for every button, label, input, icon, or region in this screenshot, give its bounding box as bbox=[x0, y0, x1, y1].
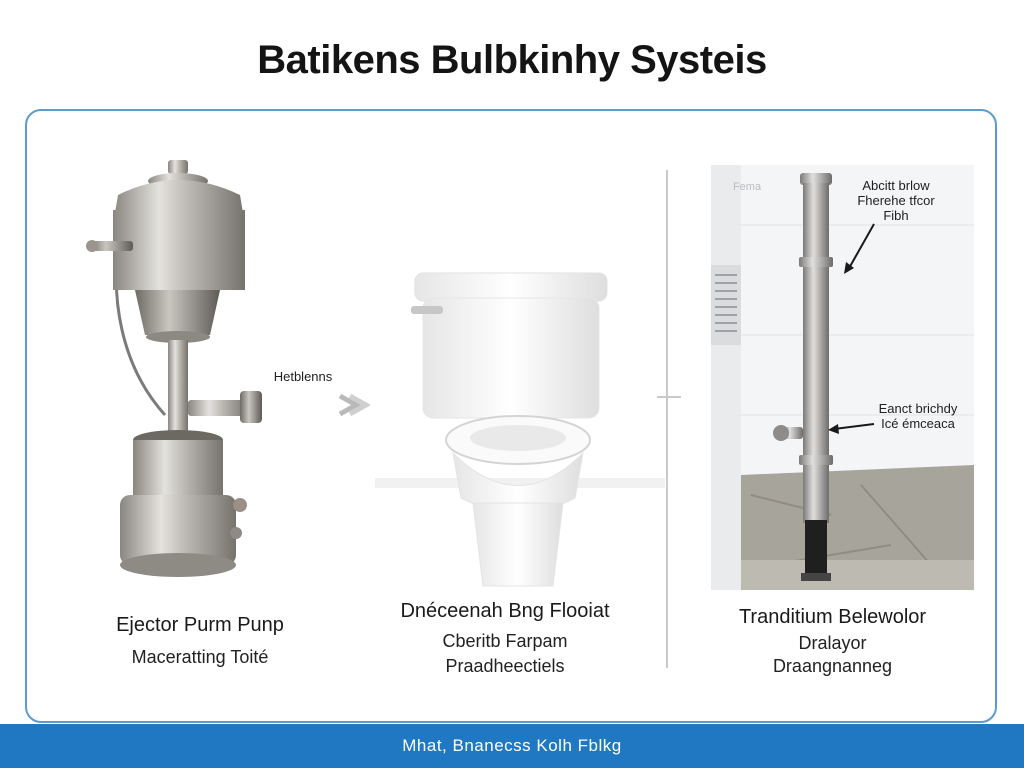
toilet-subtitle: Cberitb Farpam bbox=[442, 631, 568, 651]
stack-callout-mid-line-1: Eanct brichdy bbox=[878, 401, 958, 416]
toilet-subtitle-2: Praadheectiels bbox=[445, 656, 565, 676]
drain-stack-image bbox=[711, 165, 974, 590]
pump-title: Ejector Purm Punp bbox=[116, 614, 284, 636]
stack-title: Tranditium Belewolor bbox=[738, 606, 927, 628]
toilet-caption: Dnéceenah Bng Flooiat Cberitb Farpam Pra… bbox=[360, 600, 650, 677]
arrow-down-left-icon bbox=[844, 223, 875, 274]
wall-label: Fema bbox=[732, 181, 762, 193]
upflush-toilet-image bbox=[375, 272, 665, 587]
footer-bar: Mhat, Bnanecss Kolh Fblkg bbox=[0, 724, 1024, 768]
toilet-title: Dnéceenah Bng Flooiat bbox=[400, 600, 610, 622]
stack-callout-top-line-2: Fherehe tfcor bbox=[857, 193, 935, 208]
stack-callout-top-line-1: Abcitt brlow bbox=[862, 178, 930, 193]
stack-callout-top-line-3: Fibh bbox=[883, 208, 909, 223]
ejector-pump-image bbox=[86, 160, 262, 577]
page-title: Batikens Bulbkinhy Systeis bbox=[257, 38, 767, 82]
stack-subtitle-2: Draangnanneg bbox=[772, 656, 893, 676]
pump-caption: Ejector Purm Punp Maceratting Toité bbox=[55, 614, 345, 668]
pump-callout: Hetblenns bbox=[273, 369, 333, 384]
stack-callout-mid-line-2: Icé émceaca bbox=[881, 416, 955, 431]
stack-subtitle: Dralayor bbox=[798, 633, 867, 653]
panel-divider bbox=[666, 170, 668, 668]
chevron-right-icon bbox=[338, 393, 370, 417]
divider-tick bbox=[657, 396, 681, 398]
pump-subtitle: Maceratting Toité bbox=[131, 647, 269, 667]
stack-caption: Tranditium Belewolor Dralayor Draangnann… bbox=[690, 606, 975, 677]
arrow-left-icon bbox=[828, 423, 875, 434]
stack-callout-mid: Eanct brichdy Icé émceaca bbox=[862, 401, 974, 431]
stack-callout-top: Abcitt brlow Fherehe tfcor Fibh bbox=[842, 178, 950, 223]
